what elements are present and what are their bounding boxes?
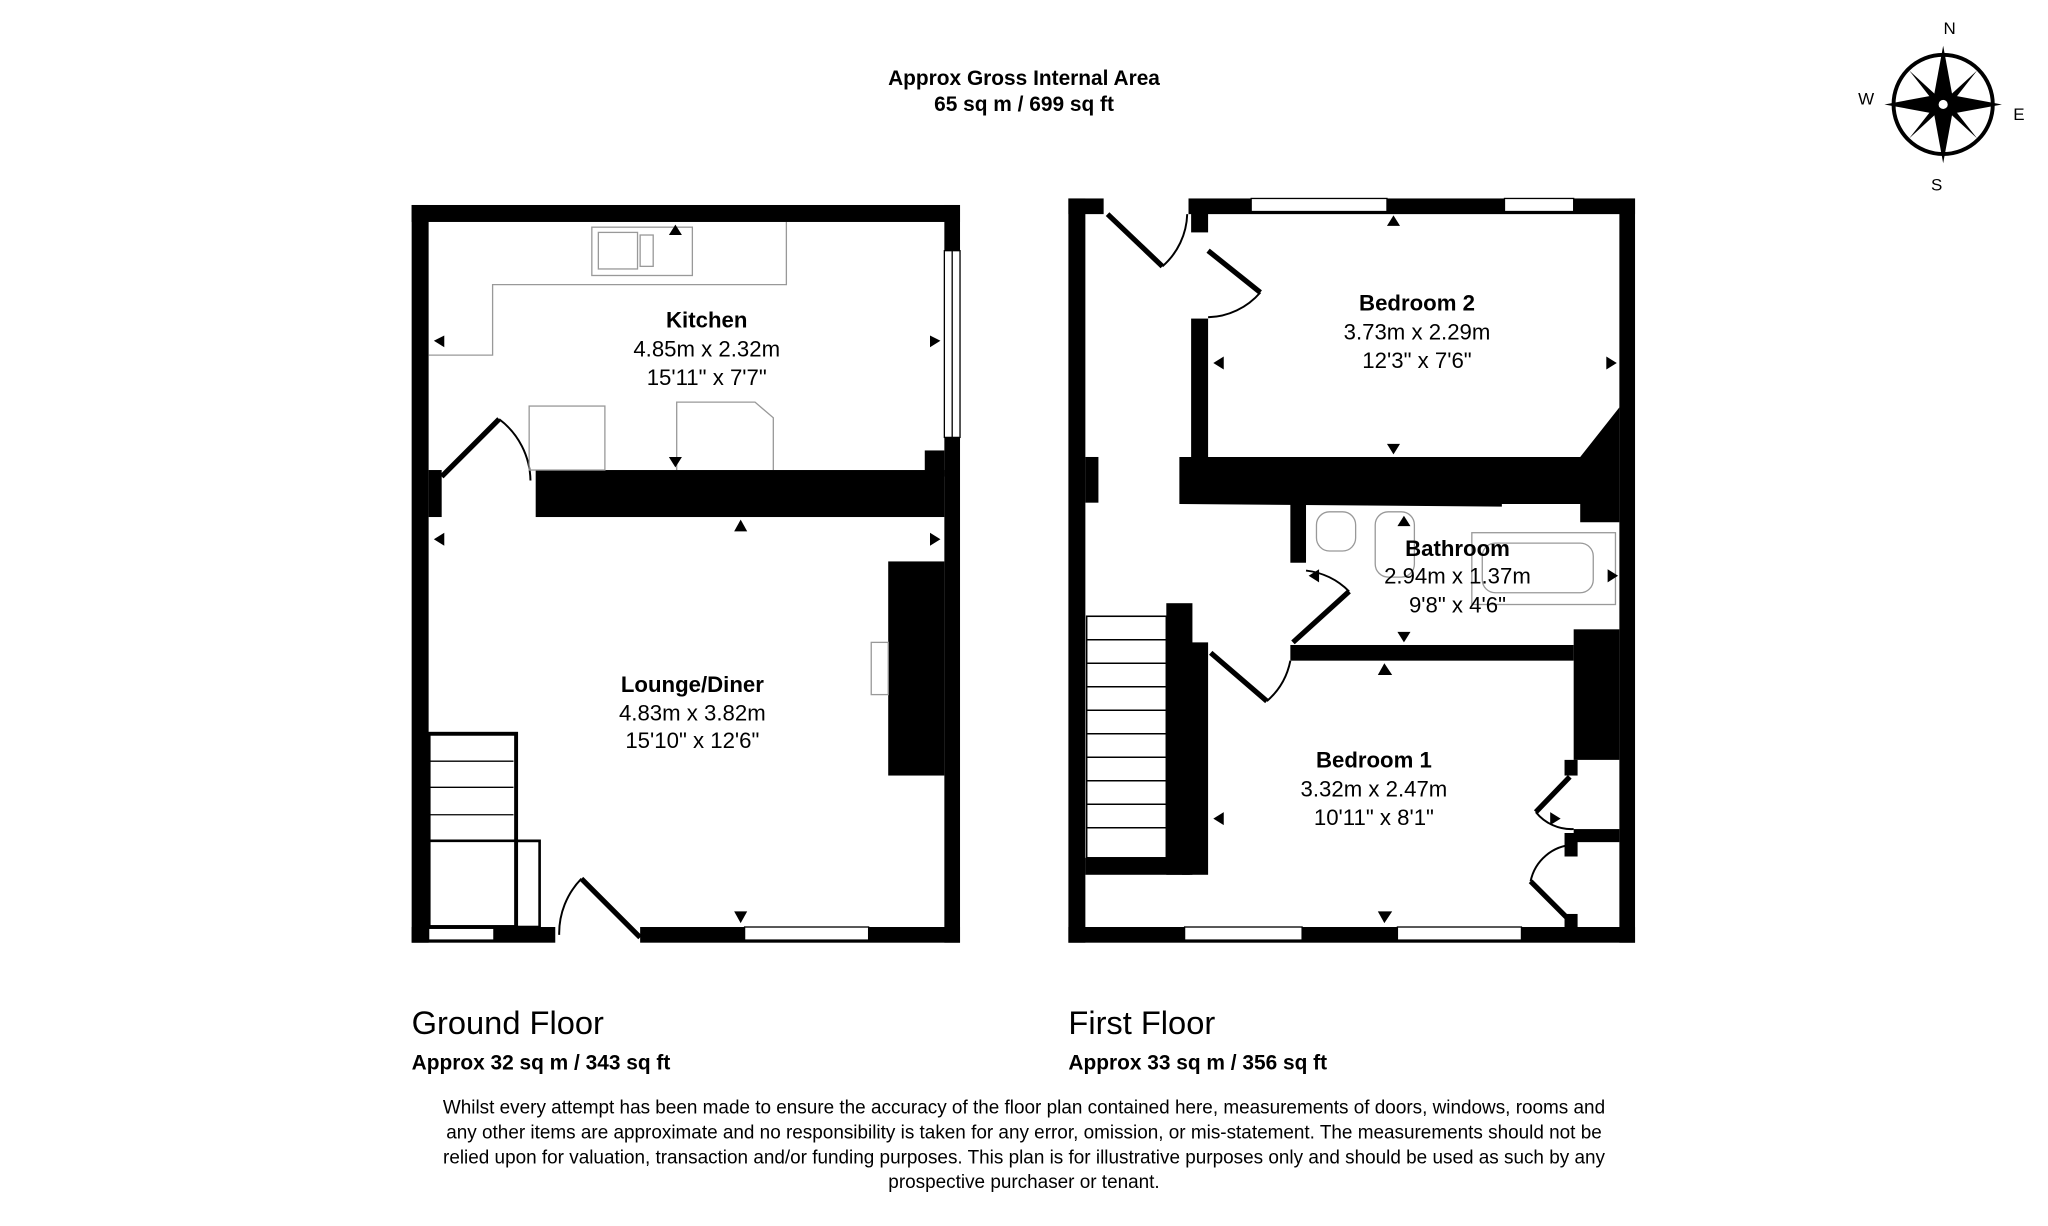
svg-text:prospective purchaser or tenan: prospective purchaser or tenant. <box>888 1172 1159 1193</box>
svg-text:W: W <box>1858 89 1874 108</box>
svg-text:S: S <box>1931 176 1942 195</box>
svg-text:N: N <box>1944 19 1956 38</box>
svg-text:any other items are approximat: any other items are approximate and no r… <box>446 1123 1602 1144</box>
gross-area-title: Approx Gross Internal Area <box>888 67 1160 90</box>
svg-text:Kitchen: Kitchen <box>666 308 747 333</box>
ground-floor-label: Ground Floor <box>412 1004 604 1041</box>
svg-text:Lounge/Diner: Lounge/Diner <box>621 672 764 697</box>
first-floor-area: Approx 33 sq m / 356 sq ft <box>1068 1051 1327 1074</box>
svg-text:Bedroom 1: Bedroom 1 <box>1316 748 1432 773</box>
disclaimer: Whilst every attempt has been made to en… <box>443 1098 1606 1193</box>
svg-text:3.73m x 2.29m: 3.73m x 2.29m <box>1344 319 1491 344</box>
svg-text:4.83m x 3.82m: 4.83m x 3.82m <box>619 701 766 726</box>
ground-floor-plan: Kitchen 4.85m x 2.32m 15'11" x 7'7" Loun… <box>411 204 961 946</box>
room-bedroom-1: Bedroom 1 3.32m x 2.47m 10'11" x 8'1" <box>1301 748 1448 830</box>
svg-text:Bathroom: Bathroom <box>1405 536 1510 561</box>
first-floor-label: First Floor <box>1068 1004 1215 1041</box>
room-kitchen: Kitchen 4.85m x 2.32m 15'11" x 7'7" <box>633 308 780 390</box>
svg-text:4.85m x 2.32m: 4.85m x 2.32m <box>633 336 780 361</box>
svg-text:12'3" x 7'6": 12'3" x 7'6" <box>1362 348 1471 373</box>
svg-text:9'8" x 4'6": 9'8" x 4'6" <box>1409 592 1506 617</box>
svg-text:E: E <box>2013 105 2024 124</box>
svg-text:2.94m x 1.37m: 2.94m x 1.37m <box>1384 564 1531 589</box>
svg-text:15'11" x 7'7": 15'11" x 7'7" <box>647 365 767 390</box>
gross-area-value: 65 sq m / 699 sq ft <box>934 93 1114 116</box>
svg-text:3.32m x 2.47m: 3.32m x 2.47m <box>1301 776 1448 801</box>
room-bedroom-2: Bedroom 2 3.73m x 2.29m 12'3" x 7'6" <box>1344 291 1491 373</box>
ground-floor-area: Approx 32 sq m / 343 sq ft <box>412 1051 671 1074</box>
svg-text:15'10" x 12'6": 15'10" x 12'6" <box>625 728 759 753</box>
first-floor-plan: Bedroom 2 3.73m x 2.29m 12'3" x 7'6" Bat… <box>1068 195 1636 943</box>
room-bathroom: Bathroom 2.94m x 1.37m 9'8" x 4'6" <box>1384 536 1531 617</box>
compass-icon: N E S W <box>1858 19 2024 195</box>
room-lounge-diner: Lounge/Diner 4.83m x 3.82m 15'10" x 12'6… <box>619 672 766 753</box>
svg-text:relied upon for valuation, tra: relied upon for valuation, transaction a… <box>443 1147 1605 1168</box>
svg-text:10'11" x 8'1": 10'11" x 8'1" <box>1314 805 1434 830</box>
svg-text:Whilst every attempt has been: Whilst every attempt has been made to en… <box>443 1098 1605 1119</box>
svg-text:Bedroom 2: Bedroom 2 <box>1359 291 1475 316</box>
